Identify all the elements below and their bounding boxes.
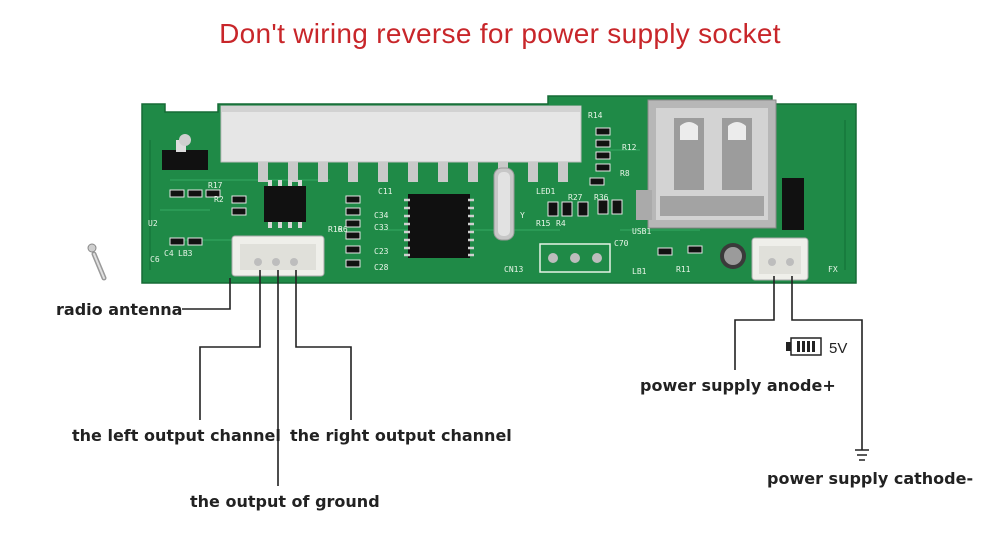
svg-text:C33: C33 bbox=[374, 223, 389, 232]
svg-text:C34: C34 bbox=[374, 211, 389, 220]
svg-text:R4: R4 bbox=[556, 219, 566, 228]
left-channel-label: the left output channel bbox=[72, 426, 281, 445]
svg-text:Y: Y bbox=[520, 211, 525, 220]
capacitor bbox=[720, 243, 746, 269]
svg-text:R17: R17 bbox=[208, 181, 223, 190]
radio-antenna-label: radio antenna bbox=[56, 300, 183, 319]
svg-text:R16: R16 bbox=[328, 225, 343, 234]
usb-socket bbox=[636, 99, 777, 229]
svg-text:R14: R14 bbox=[588, 111, 603, 120]
power-connector bbox=[751, 237, 809, 281]
svg-text:R2: R2 bbox=[214, 195, 224, 204]
svg-text:R36: R36 bbox=[594, 193, 609, 202]
amp-chip bbox=[264, 180, 306, 228]
antenna-pin bbox=[87, 243, 107, 281]
svg-text:FX: FX bbox=[828, 265, 838, 274]
leader-lines bbox=[182, 270, 869, 486]
voltage-label: 5V bbox=[829, 340, 848, 357]
svg-text:C23: C23 bbox=[374, 247, 389, 256]
svg-text:R15: R15 bbox=[536, 219, 551, 228]
svg-text:LED1: LED1 bbox=[536, 187, 555, 196]
cathode-label: power supply cathode- bbox=[767, 469, 974, 488]
right-channel-label: the right output channel bbox=[290, 426, 512, 445]
black-switch bbox=[162, 134, 208, 170]
ground-label: the output of ground bbox=[190, 492, 380, 511]
svg-text:R8: R8 bbox=[620, 169, 630, 178]
svg-text:U2: U2 bbox=[148, 219, 158, 228]
three-pin-pads bbox=[539, 243, 611, 273]
svg-text:C70: C70 bbox=[614, 239, 629, 248]
svg-text:R6: R6 bbox=[338, 225, 348, 234]
silkscreen-labels: R14 R12 R8 R36 R27 LED1 R15 R4 C70 USB1 … bbox=[148, 111, 838, 276]
svg-text:LB1: LB1 bbox=[632, 267, 647, 276]
crystal bbox=[493, 167, 515, 241]
svg-text:R11: R11 bbox=[676, 265, 691, 274]
svg-text:R27: R27 bbox=[568, 193, 583, 202]
display-module bbox=[220, 105, 582, 182]
smd-components bbox=[169, 127, 703, 268]
audio-connector bbox=[231, 235, 325, 277]
svg-text:C28: C28 bbox=[374, 263, 389, 272]
svg-text:C6: C6 bbox=[150, 255, 160, 264]
anode-label: power supply anode+ bbox=[640, 376, 836, 395]
page-title: Don't wiring reverse for power supply so… bbox=[219, 18, 781, 49]
svg-text:LB3: LB3 bbox=[178, 249, 193, 258]
main-ic bbox=[404, 194, 474, 258]
svg-text:C4: C4 bbox=[164, 249, 174, 258]
svg-text:USB1: USB1 bbox=[632, 227, 651, 236]
inductor bbox=[782, 178, 804, 230]
svg-text:CN13: CN13 bbox=[504, 265, 523, 274]
svg-text:C11: C11 bbox=[378, 187, 393, 196]
svg-text:R12: R12 bbox=[622, 143, 637, 152]
battery-icon bbox=[786, 337, 822, 356]
